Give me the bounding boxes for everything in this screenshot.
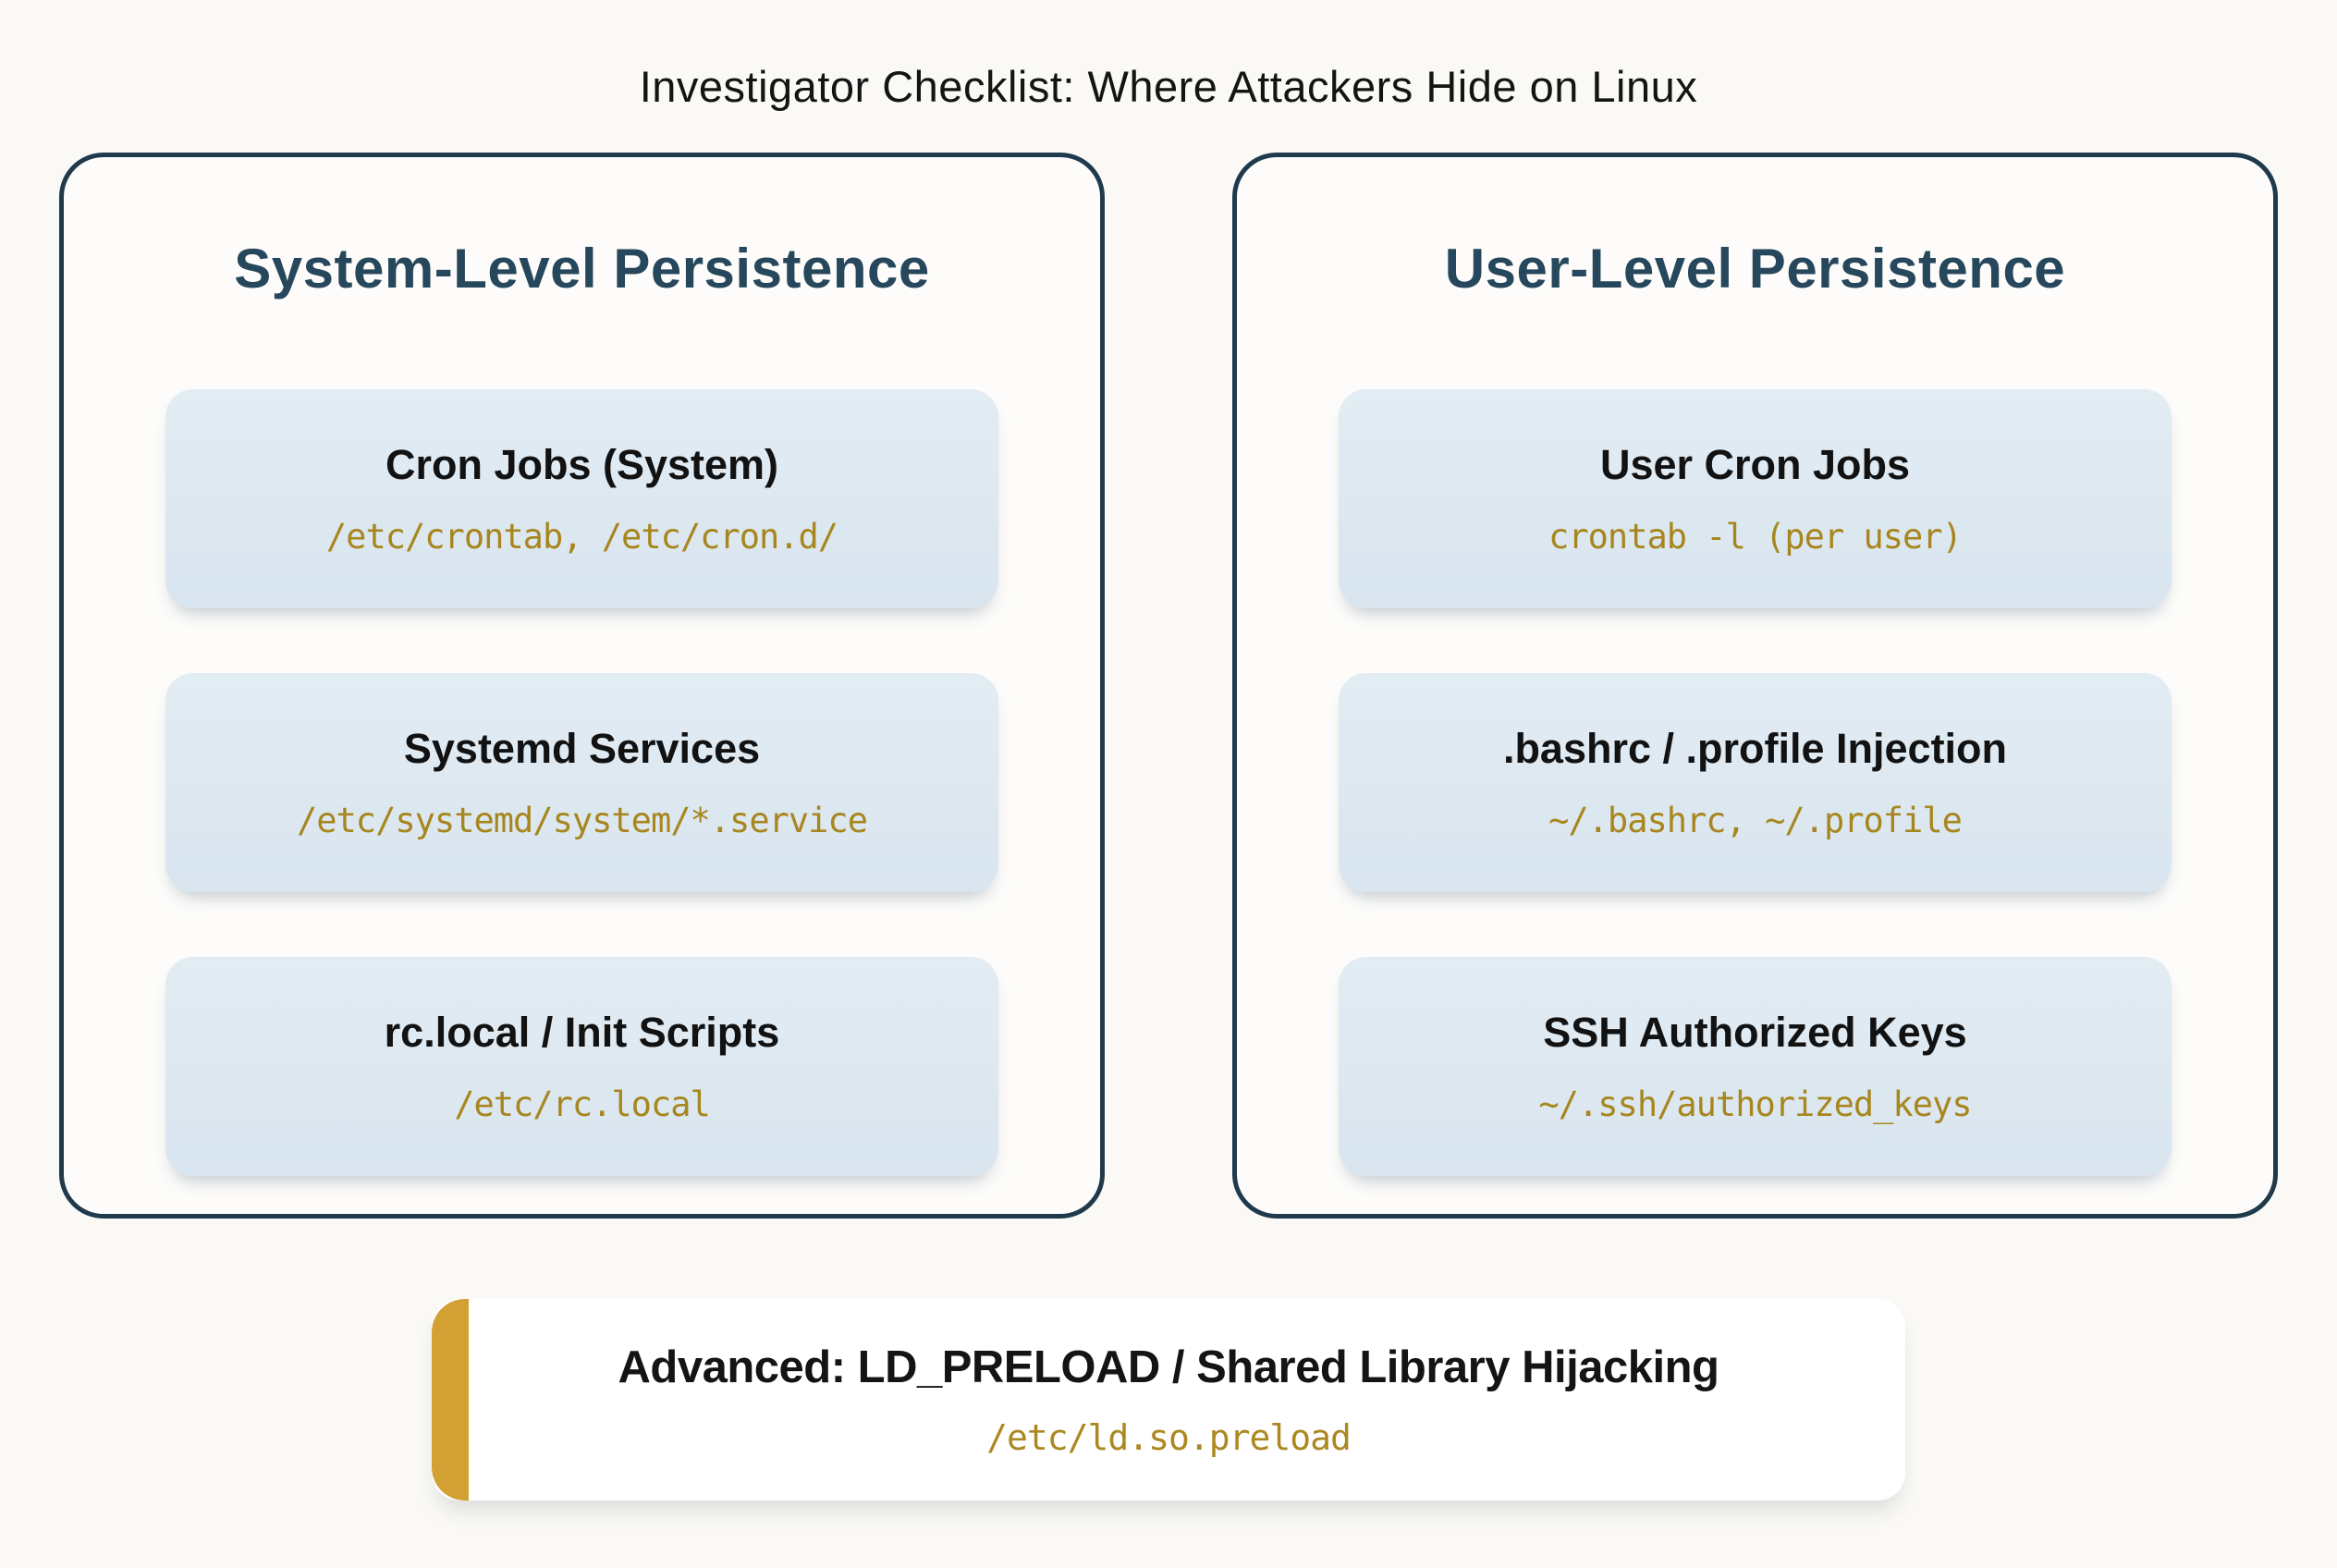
page-title: Investigator Checklist: Where Attackers … (639, 62, 1698, 111)
card-title: .bashrc / .profile Injection (1502, 725, 2008, 772)
card-title: rc.local / Init Scripts (384, 1009, 780, 1056)
card-title: Cron Jobs (System) (385, 441, 779, 488)
gold-accent-bar (432, 1299, 469, 1501)
card-list-system: Cron Jobs (System) /etc/crontab, /etc/cr… (165, 389, 998, 1176)
card-path: /etc/crontab, /etc/cron.d/ (325, 517, 838, 557)
card-title: Systemd Services (403, 725, 761, 772)
advanced-banner-path: /etc/ld.so.preload (986, 1417, 1352, 1458)
card-path: /etc/rc.local (454, 1084, 711, 1124)
advanced-banner-title: Advanced: LD_PRELOAD / Shared Library Hi… (618, 1342, 1719, 1392)
card-path: /etc/systemd/system/*.service (296, 801, 868, 840)
card-list-user: User Cron Jobs crontab -l (per user) .ba… (1339, 389, 2172, 1176)
card-ssh-authorized-keys: SSH Authorized Keys ~/.ssh/authorized_ke… (1339, 957, 2172, 1176)
card-path: crontab -l (per user) (1548, 517, 1963, 557)
card-user-cron-jobs: User Cron Jobs crontab -l (per user) (1339, 389, 2172, 608)
card-path: ~/.bashrc, ~/.profile (1548, 801, 1963, 840)
panel-system-level: System-Level Persistence Cron Jobs (Syst… (59, 153, 1105, 1219)
panel-heading-system-level: System-Level Persistence (234, 238, 930, 300)
advanced-banner: Advanced: LD_PRELOAD / Shared Library Hi… (432, 1299, 1905, 1501)
card-bashrc-profile-injection: .bashrc / .profile Injection ~/.bashrc, … (1339, 673, 2172, 892)
card-title: User Cron Jobs (1599, 441, 1911, 488)
card-cron-jobs-system: Cron Jobs (System) /etc/crontab, /etc/cr… (165, 389, 998, 608)
panels-row: System-Level Persistence Cron Jobs (Syst… (0, 153, 2337, 1219)
panel-heading-user-level: User-Level Persistence (1444, 238, 2066, 300)
card-path: ~/.ssh/authorized_keys (1538, 1084, 1972, 1124)
card-systemd-services: Systemd Services /etc/systemd/system/*.s… (165, 673, 998, 892)
card-title: SSH Authorized Keys (1543, 1009, 1967, 1056)
panel-user-level: User-Level Persistence User Cron Jobs cr… (1232, 153, 2278, 1219)
card-rc-local-init-scripts: rc.local / Init Scripts /etc/rc.local (165, 957, 998, 1176)
